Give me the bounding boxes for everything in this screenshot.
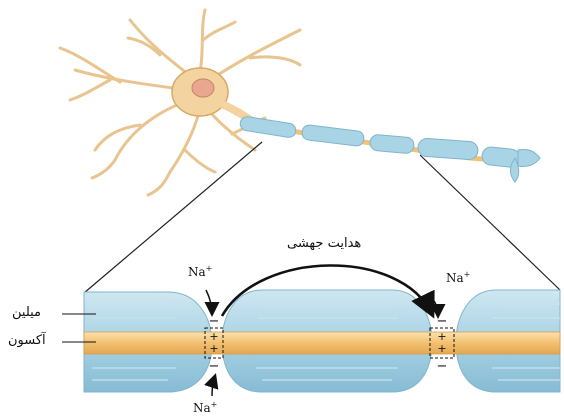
node2-negative-top: − [437,314,448,329]
node2-positive-bottom: + [437,342,446,355]
na-ion-bottom: Na+ [193,400,217,415]
na-arrow-top-left [206,290,212,314]
myelin-label: میلین [12,305,41,320]
na-ion-top-right: Na+ [446,270,470,285]
na-ion-top-left: Na+ [188,264,212,279]
neuron-illustration [60,10,540,195]
na-arrow-bottom-left [212,376,215,396]
zoomed-axon: − + + − − + + − [62,265,560,396]
node1-negative-bottom: − [209,359,220,374]
saltatory-conduction-label: هدایت جهشی [287,236,361,251]
node1-positive-bottom: + [209,342,218,355]
node1-negative-top: − [209,314,220,329]
node2-negative-bottom: − [437,359,448,374]
axon-core [84,332,560,354]
nucleus [192,79,214,97]
axon-label: آکسون [8,333,46,348]
zoom-line-right [420,155,560,290]
